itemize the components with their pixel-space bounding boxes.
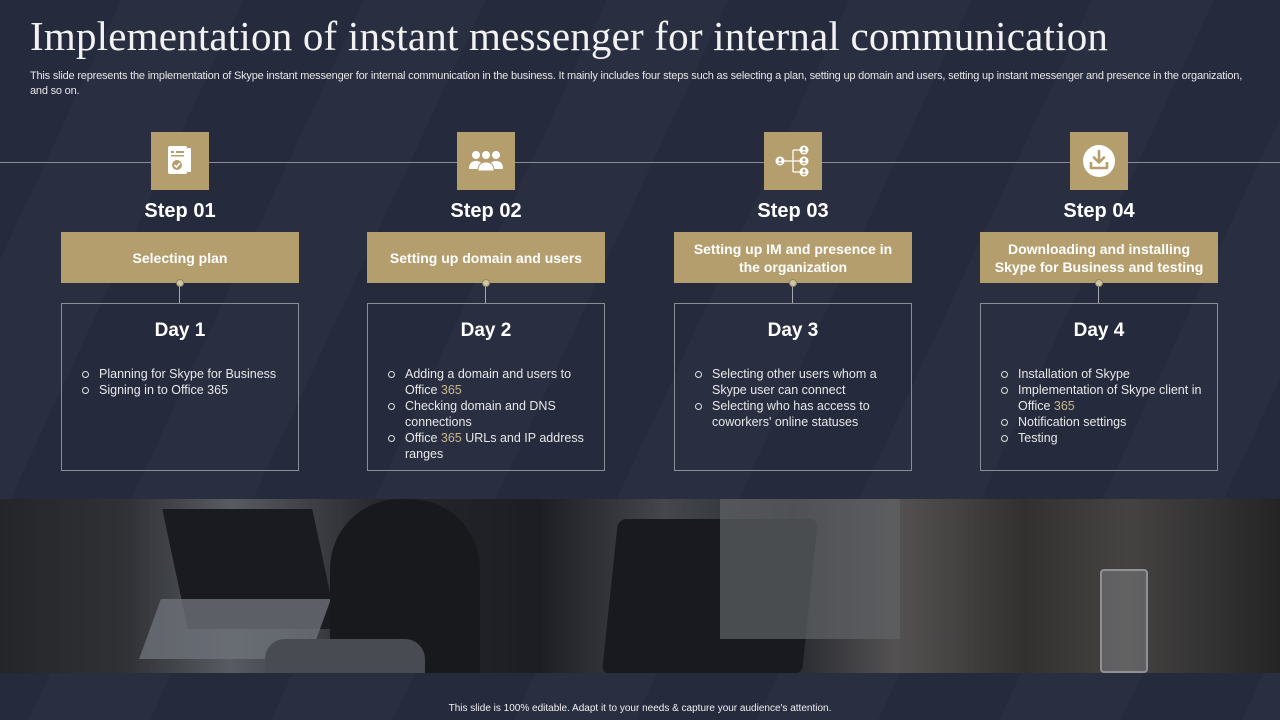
task-item: Implementation of Skype client in Office…	[999, 382, 1207, 414]
step-label: Step 02	[450, 200, 522, 222]
step-2-icon-box	[457, 132, 515, 190]
step-label: Step 04	[1063, 200, 1135, 222]
day-title: Day 1	[154, 320, 206, 341]
task-item: Adding a domain and users to Office 365	[386, 366, 594, 398]
day-card: Day 4 Installation of Skype Implementati…	[980, 303, 1218, 471]
task-item: Planning for Skype for Business	[80, 366, 288, 382]
day-title: Day 3	[767, 320, 819, 341]
slide-title: Implementation of instant messenger for …	[30, 13, 1109, 59]
day-card: Day 2 Adding a domain and users to Offic…	[367, 303, 605, 471]
step-1-icon-box	[151, 132, 209, 190]
step-heading: Setting up IM and presence in the organi…	[674, 232, 912, 283]
task-item: Selecting other users whom a Skype user …	[693, 366, 901, 398]
photo-darken-overlay	[0, 499, 1280, 673]
timeline-line	[0, 162, 1280, 163]
day-card: Day 3 Selecting other users whom a Skype…	[674, 303, 912, 471]
task-item: Installation of Skype	[999, 366, 1207, 382]
users-group-icon	[469, 151, 503, 172]
task-item: Checking domain and DNS connections	[386, 398, 594, 430]
task-item: Office 365 URLs and IP address ranges	[386, 430, 594, 462]
download-icon	[1083, 145, 1115, 177]
day-task-list: Adding a domain and users to Office 365 …	[386, 366, 594, 462]
connector-dot	[789, 279, 797, 287]
step-label: Step 01	[144, 200, 216, 222]
step-heading: Setting up domain and users	[367, 232, 605, 283]
document-check-icon	[168, 146, 191, 174]
footer-note: This slide is 100% editable. Adapt it to…	[448, 703, 832, 714]
connector-line	[485, 287, 486, 303]
step-4-icon-box	[1070, 132, 1128, 190]
connector-line	[792, 287, 793, 303]
connector-dot	[176, 279, 184, 287]
day-title: Day 4	[1073, 320, 1125, 341]
connector-dot	[482, 279, 490, 287]
glass	[1100, 569, 1148, 673]
slide-subtitle: This slide represents the implementation…	[30, 70, 1243, 97]
step-heading: Selecting plan	[61, 232, 299, 283]
task-item: Selecting who has access to coworkers' o…	[693, 398, 901, 430]
office-photo	[0, 499, 1280, 673]
day-task-list: Planning for Skype for Business Signing …	[80, 366, 288, 398]
connector-line	[179, 287, 180, 303]
day-card: Day 1 Planning for Skype for Business Si…	[61, 303, 299, 471]
day-title: Day 2	[460, 320, 512, 341]
task-item: Testing	[999, 430, 1207, 446]
task-item: Notification settings	[999, 414, 1207, 430]
step-3-icon-box	[764, 132, 822, 190]
day-task-list: Selecting other users whom a Skype user …	[693, 366, 901, 430]
org-hierarchy-icon	[775, 145, 809, 177]
connector-dot	[1095, 279, 1103, 287]
step-heading: Downloading and installing Skype for Bus…	[980, 232, 1218, 283]
day-task-list: Installation of Skype Implementation of …	[999, 366, 1207, 446]
laptop-back	[720, 499, 900, 639]
step-label: Step 03	[757, 200, 829, 222]
task-item: Signing in to Office 365	[80, 382, 288, 398]
person-shirt	[265, 639, 425, 673]
connector-line	[1098, 287, 1099, 303]
